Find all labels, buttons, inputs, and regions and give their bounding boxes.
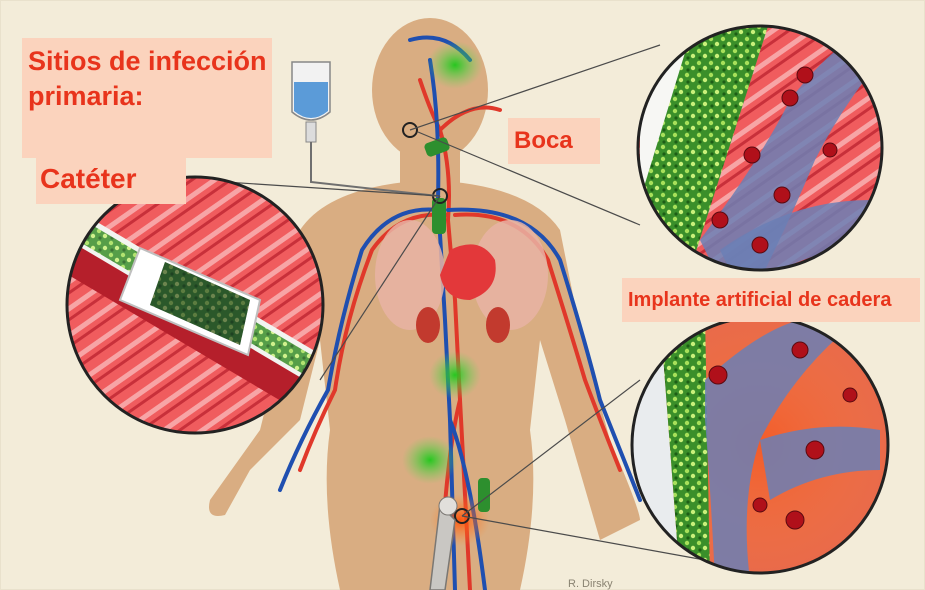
primary-infection-sites-title: Sitios de infección primaria: <box>22 38 272 158</box>
pelvis-infection-glow <box>402 436 458 484</box>
mouth-zoom-circle <box>630 20 890 290</box>
brain-infection-glow <box>427 41 483 89</box>
right-kidney <box>486 307 510 343</box>
mouth-label: Boca <box>508 118 600 164</box>
iv-bag-icon <box>292 62 330 142</box>
title-line-2: primaria: <box>28 79 272 114</box>
title-line-1: Sitios de infección <box>28 44 272 79</box>
abdomen-infection-glow <box>429 351 481 399</box>
catheter-label: Catéter <box>36 156 186 204</box>
hip-implant-label: Implante artificial de cadera <box>622 278 920 322</box>
thigh-marker <box>478 478 490 512</box>
artist-credit: R. Dirsky <box>568 578 613 590</box>
left-kidney <box>416 307 440 343</box>
